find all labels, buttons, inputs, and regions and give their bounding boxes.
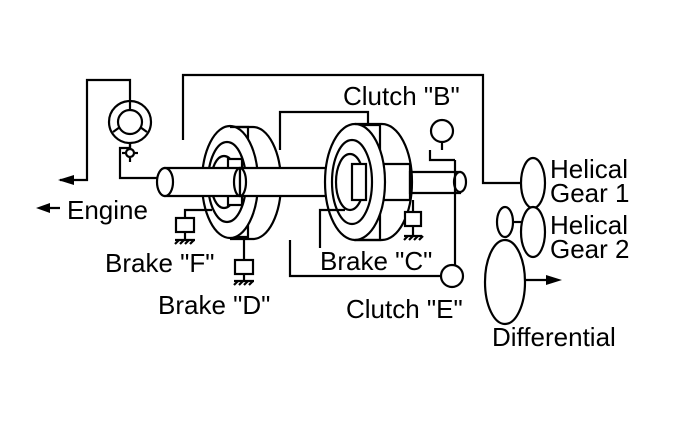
helical-gear-2-label-line1: Helical <box>550 210 628 240</box>
brake-f-label: Brake "F" <box>105 248 214 278</box>
brake-d-icon <box>233 240 255 286</box>
helical-gear-2-label-line2: Gear 2 <box>550 234 630 264</box>
brake-c-label: Brake "C" <box>320 246 432 276</box>
helical-gear-1-label-line1: Helical <box>550 154 628 184</box>
clutch-e-label: Clutch "E" <box>346 294 463 324</box>
clutch-e-link <box>288 240 441 278</box>
helical-gear-1-label-line2: Gear 1 <box>550 178 630 208</box>
differential-gear-icon <box>483 238 562 326</box>
oil-pump-icon <box>107 99 153 162</box>
clutch-b-routing-line <box>181 73 525 185</box>
brake-d-label: Brake "D" <box>158 290 270 320</box>
output-hub <box>428 118 465 289</box>
brake-c-icon <box>318 200 424 248</box>
helical-gear-2-icon <box>495 205 547 259</box>
clutch-b-link <box>278 110 370 150</box>
main-shaft <box>155 162 468 202</box>
clutch-b-label: Clutch "B" <box>343 81 460 111</box>
engine-arrow <box>36 203 60 213</box>
brake-f-icon <box>174 208 212 245</box>
helical-gear-1-icon <box>519 156 547 210</box>
differential-label: Differential <box>492 322 616 352</box>
engine-label: Engine <box>67 195 148 225</box>
